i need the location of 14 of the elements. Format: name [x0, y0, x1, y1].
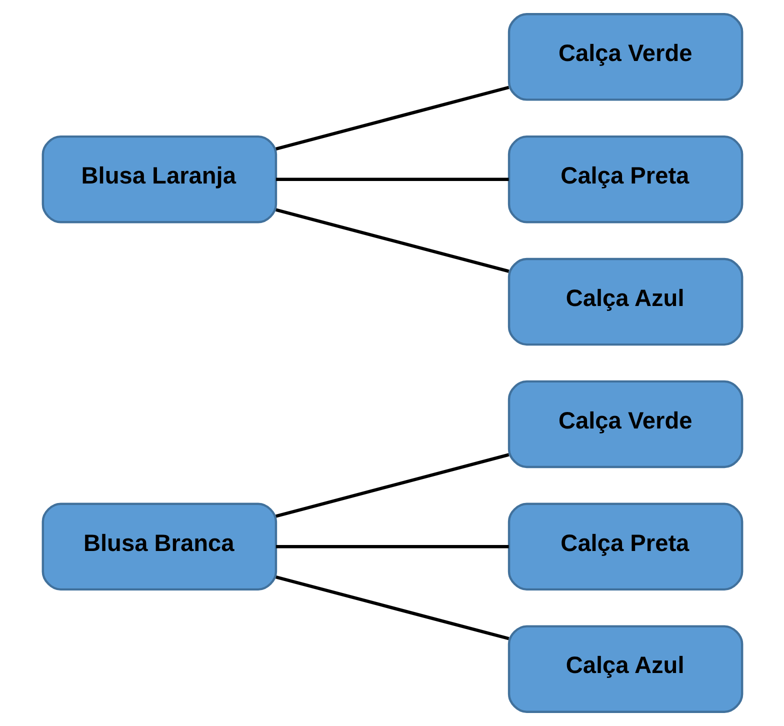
node-box: Calça Azul [507, 258, 743, 346]
connector [275, 453, 509, 518]
node-box: Calça Azul [507, 625, 743, 713]
connector [275, 576, 509, 640]
node-box: Blusa Laranja [41, 135, 277, 224]
node-box: Calça Preta [507, 502, 743, 591]
node-box: Calça Verde [507, 13, 743, 101]
node-box: Blusa Branca [41, 502, 277, 591]
node-box: Calça Verde [507, 380, 743, 468]
connector [275, 208, 509, 273]
node-box: Calça Preta [507, 135, 743, 224]
connector [276, 178, 508, 181]
connector [275, 86, 509, 150]
connector [276, 545, 508, 548]
